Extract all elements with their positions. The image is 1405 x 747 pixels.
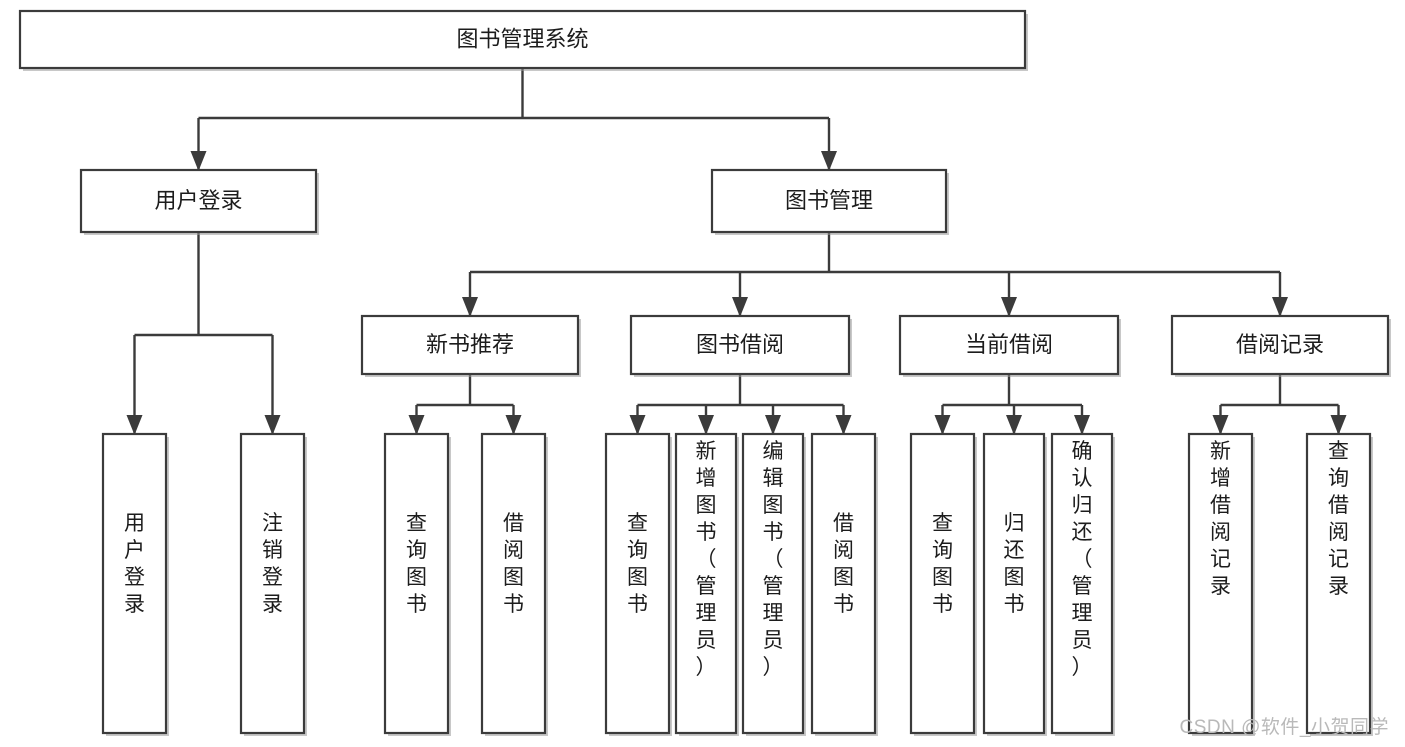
nodes-layer: 图书管理系统用户登录图书管理新书推荐图书借阅当前借阅借阅记录用户登录注销登录查询… bbox=[18, 9, 1391, 736]
node-label: 新增图书（管理员） bbox=[696, 440, 717, 679]
node-label: 编辑图书（管理员） bbox=[763, 440, 784, 679]
node-label: 用户登录 bbox=[154, 188, 242, 213]
watermark-label: CSDN @软件_小贺同学 bbox=[1179, 717, 1389, 738]
arrow-head-icon bbox=[264, 415, 281, 435]
arrow-head-icon bbox=[1001, 297, 1017, 317]
node-label: 图书管理 bbox=[785, 188, 873, 213]
arrow-head-icon bbox=[505, 415, 522, 435]
node-label: 借阅图书 bbox=[833, 512, 854, 616]
node-current-borrow[interactable]: 当前借阅 bbox=[898, 314, 1121, 377]
arrow-head-icon bbox=[821, 151, 837, 171]
node-label: 查询图书 bbox=[932, 512, 953, 616]
node-leaf-return-book[interactable]: 归还图书 bbox=[982, 432, 1047, 736]
node-leaf-query-book-1[interactable]: 查询图书 bbox=[383, 432, 451, 736]
node-leaf-query-book-2[interactable]: 查询图书 bbox=[604, 432, 672, 736]
node-label: 当前借阅 bbox=[965, 332, 1053, 357]
node-user-login[interactable]: 用户登录 bbox=[79, 168, 319, 235]
node-leaf-borrow-book-2[interactable]: 借阅图书 bbox=[810, 432, 878, 736]
arrow-head-icon bbox=[934, 415, 951, 435]
node-label: 确认归还（管理员） bbox=[1072, 440, 1093, 679]
arrow-head-icon bbox=[629, 415, 646, 435]
node-label: 查询借阅记录 bbox=[1328, 440, 1349, 598]
arrow-head-icon bbox=[698, 415, 714, 435]
arrow-head-icon bbox=[408, 415, 425, 435]
node-leaf-confirm-return[interactable]: 确认归还（管理员） bbox=[1050, 432, 1115, 736]
node-leaf-query-record[interactable]: 查询借阅记录 bbox=[1305, 432, 1373, 736]
node-book-management[interactable]: 图书管理 bbox=[710, 168, 949, 235]
edges-layer bbox=[126, 68, 1347, 435]
node-label: 注销登录 bbox=[262, 512, 283, 616]
node-new-book-recommend[interactable]: 新书推荐 bbox=[360, 314, 581, 377]
node-label: 新书推荐 bbox=[426, 332, 514, 357]
node-leaf-edit-book[interactable]: 编辑图书（管理员） bbox=[741, 432, 806, 736]
node-label: 用户登录 bbox=[124, 512, 145, 616]
arrow-head-icon bbox=[126, 415, 143, 435]
node-label: 新增借阅记录 bbox=[1210, 440, 1231, 598]
node-leaf-add-record[interactable]: 新增借阅记录 bbox=[1187, 432, 1255, 736]
arrow-head-icon bbox=[1330, 415, 1347, 435]
node-label: 图书管理系统 bbox=[456, 26, 588, 51]
node-leaf-query-book-3[interactable]: 查询图书 bbox=[909, 432, 977, 736]
node-leaf-user-logout[interactable]: 注销登录 bbox=[239, 432, 307, 736]
node-label: 归还图书 bbox=[1004, 512, 1025, 616]
node-leaf-user-login[interactable]: 用户登录 bbox=[101, 432, 169, 736]
node-leaf-borrow-book-1[interactable]: 借阅图书 bbox=[480, 432, 548, 736]
node-leaf-add-book[interactable]: 新增图书（管理员） bbox=[674, 432, 739, 736]
node-label: 查询图书 bbox=[406, 512, 427, 616]
arrow-head-icon bbox=[1006, 415, 1022, 435]
node-root[interactable]: 图书管理系统 bbox=[18, 9, 1028, 71]
arrow-head-icon bbox=[1212, 415, 1229, 435]
arrow-head-icon bbox=[835, 415, 852, 435]
node-label: 借阅图书 bbox=[503, 512, 524, 616]
arrow-head-icon bbox=[732, 297, 748, 317]
arrow-head-icon bbox=[765, 415, 781, 435]
arrow-head-icon bbox=[462, 297, 478, 317]
node-label: 查询图书 bbox=[627, 512, 648, 616]
arrow-head-icon bbox=[1074, 415, 1090, 435]
node-label: 图书借阅 bbox=[696, 332, 784, 357]
arrow-head-icon bbox=[1272, 297, 1288, 317]
node-label: 借阅记录 bbox=[1236, 332, 1324, 357]
node-borrow-record[interactable]: 借阅记录 bbox=[1170, 314, 1391, 377]
node-book-borrow[interactable]: 图书借阅 bbox=[629, 314, 852, 377]
arrow-head-icon bbox=[190, 151, 207, 171]
